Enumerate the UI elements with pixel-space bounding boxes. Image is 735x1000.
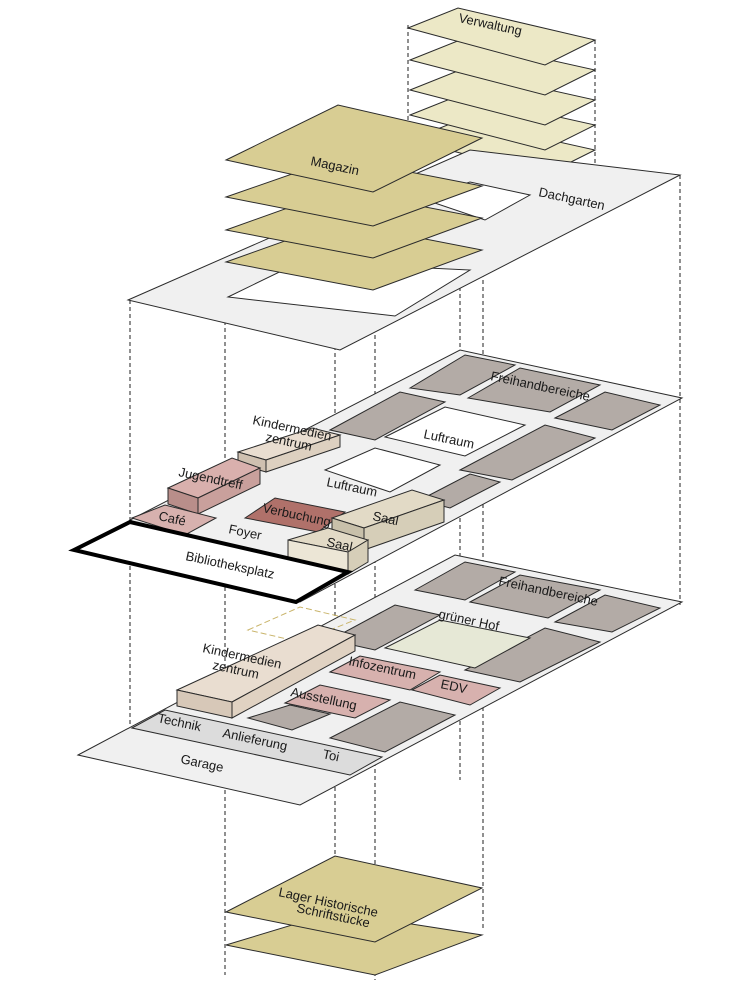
- ausstellung-area: [283, 684, 392, 719]
- saal-lower-label: Saal: [325, 534, 354, 554]
- freihand-upper-block-2: [466, 367, 602, 413]
- toi-label: Toi: [321, 746, 340, 764]
- saal-upper-label: Saal: [371, 508, 400, 528]
- dashed-footprint: [246, 606, 357, 643]
- freihand-lower-block-3: [553, 594, 662, 633]
- verwaltung-plate-1: [406, 7, 597, 66]
- verwaltung-plate-2: [408, 39, 597, 96]
- bibliotheksplatz-outline: [68, 519, 354, 605]
- magazin-plate-1: [224, 104, 484, 193]
- verwaltung-plate-4: [408, 94, 597, 151]
- freihand-lower-block-2: [468, 574, 602, 619]
- cafe-label: Café: [157, 508, 187, 528]
- infozentrum-area: [328, 655, 442, 691]
- ground-floor: Freihandbereiche grüner Hof Infozentrum …: [76, 554, 684, 806]
- foyer-label: Foyer: [227, 521, 263, 543]
- edv-label: EDV: [439, 676, 469, 696]
- gruener-hof-area: [383, 619, 532, 669]
- freihand-upper-block-5: [458, 424, 597, 481]
- edv-area: [410, 674, 502, 706]
- freihand-lower-block-1: [413, 561, 517, 601]
- ground-service-strip: [130, 709, 384, 776]
- upper-floor: Freihandbereiche Luftraum Luftraum Kinde…: [68, 349, 684, 605]
- verbuchung-area: [243, 497, 347, 533]
- lager-stack: Lager Historische Schriftstücke: [224, 855, 484, 976]
- lager-plate-1: [224, 855, 484, 943]
- luftraum-void-2: [323, 447, 442, 493]
- magazin-stack: Magazin: [224, 104, 484, 291]
- freihand-lower-block-4: [328, 604, 442, 651]
- freihand-lower-block-7: [246, 704, 332, 731]
- freihand-lower-block-6: [328, 701, 457, 753]
- freihand-upper-block-3: [553, 391, 662, 431]
- freihand-upper-block-4: [328, 391, 447, 441]
- freihand-upper-block-1: [408, 354, 517, 396]
- verwaltung-plate-3: [408, 69, 597, 126]
- kindermedien-upper-front: [265, 434, 341, 473]
- luftraum-void-1: [383, 406, 527, 457]
- jugendtreff-front: [197, 467, 261, 515]
- kindermedien-lower-front: [231, 634, 356, 719]
